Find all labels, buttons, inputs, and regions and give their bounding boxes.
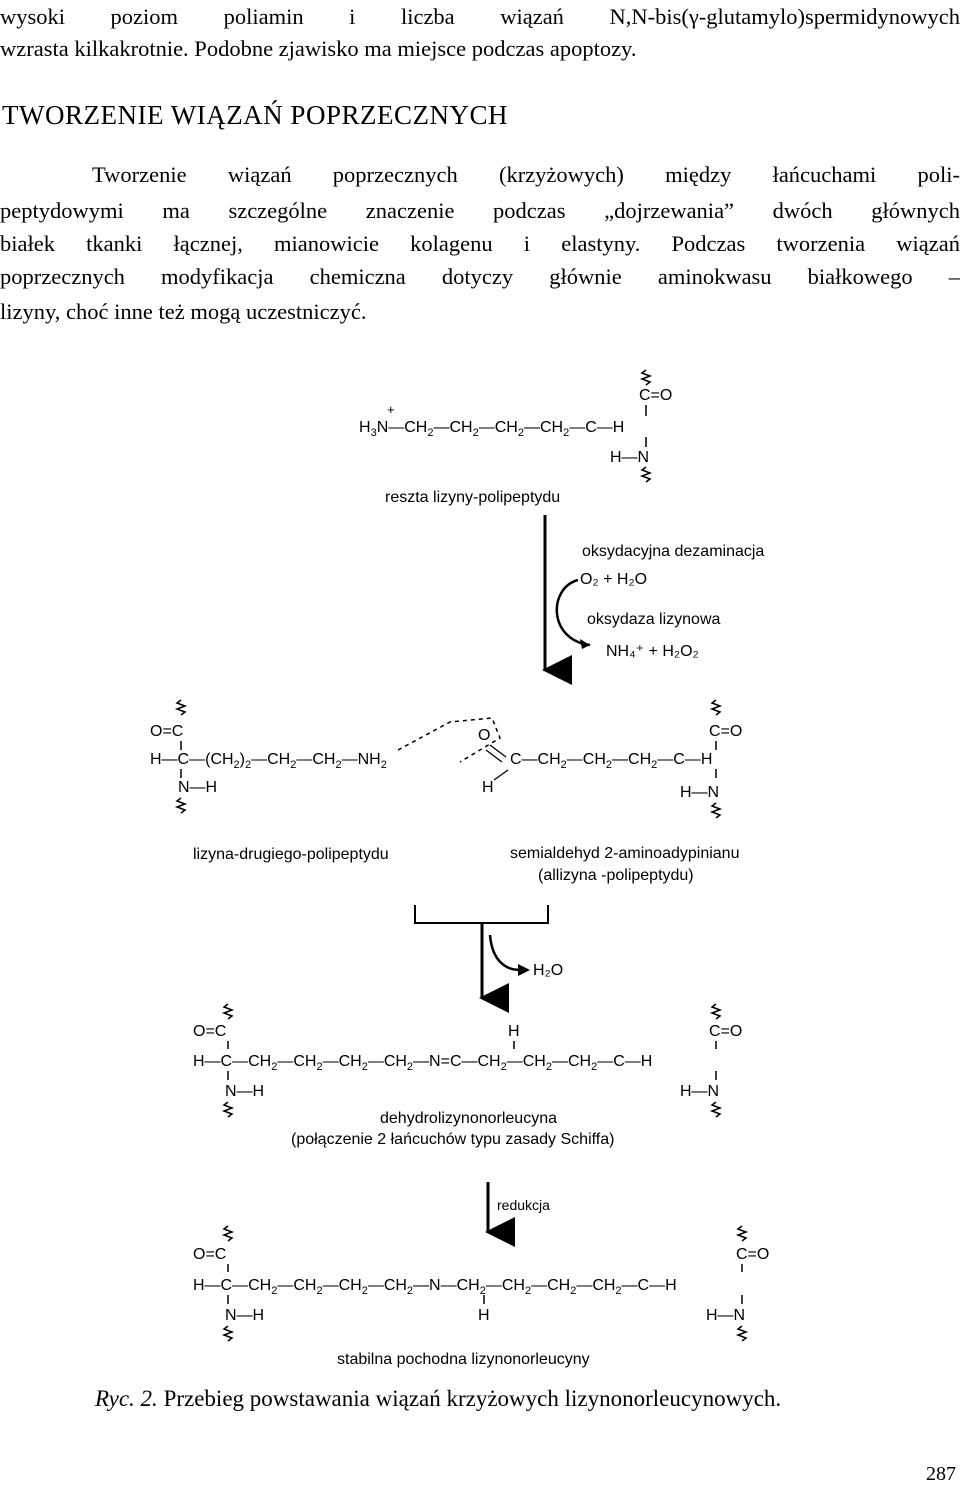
deamination-title: oksydacyjna dezaminacja (582, 543, 764, 560)
caption-text: Przebieg powstawania wiązań krzyżowych l… (157, 1386, 782, 1411)
schiff-base-structure: O=C H H—C—CH2—CH2—CH2—CH2—N=C—CH2—CH2—CH… (193, 1003, 742, 1148)
paragraph-line-2: peptydowymi ma szczególne znaczenie podc… (0, 198, 960, 223)
svg-text:N—H: N—H (225, 1307, 264, 1324)
deamination-reagents: O₂ + H₂O (580, 571, 647, 588)
lysyl-oxidase-label: oksydaza lizynowa (587, 611, 721, 628)
svg-text:H—N: H—N (706, 1307, 745, 1324)
svg-text:H—C—CH2—CH2—CH2—CH2—N=C—CH2—CH: H—C—CH2—CH2—CH2—CH2—N=C—CH2—CH2—CH2—C—H (193, 1053, 652, 1073)
svg-text:C—CH2—CH2—CH2—C—H: C—CH2—CH2—CH2—C—H (510, 751, 712, 771)
svg-text:H: H (478, 1307, 490, 1324)
lysine-allysine-structure: O=C H—C—(CH2)2—CH2—CH2—NH2 N—H O C—CH2—C… (150, 699, 742, 884)
allysine-label-line-1: semialdehyd 2-aminoadypinianu (510, 845, 739, 862)
paragraph-line-3: białek tkanki łącznej, mianowicie kolage… (0, 231, 960, 256)
svg-text:H—C—(CH2)2—CH2—CH2—NH2: H—C—(CH2)2—CH2—CH2—NH2 (150, 751, 387, 771)
section-heading: TWORZENIE WIĄZAŃ POPRZECZNYCH (2, 100, 508, 130)
allysine-label-line-2: (allizyna -polipeptydu) (538, 867, 694, 884)
oxidative-deamination-step: oksydacyjna dezaminacja O₂ + H₂O oksydaz… (542, 515, 764, 685)
svg-text:H—N: H—N (680, 1083, 719, 1100)
final-product-label: stabilna pochodna lizynonorleucyny (337, 1351, 590, 1368)
paragraph-line-1: Tworzenie wiązań poprzecznych (krzyżowyc… (92, 162, 960, 187)
svg-text:H: H (508, 1023, 520, 1040)
reduction-step: redukcja (485, 1182, 550, 1247)
svg-text:C=O: C=O (639, 387, 672, 404)
svg-text:N—H: N—H (178, 779, 217, 796)
page-number: 287 (926, 1463, 956, 1485)
svg-text:C=O: C=O (736, 1246, 769, 1263)
water-release-label: H₂O (533, 962, 563, 979)
svg-text:C=O: C=O (709, 1023, 742, 1040)
caption-prefix: Ryc. 2. (95, 1386, 158, 1411)
lysine-residue-label: reszta lizyny-polipeptydu (385, 489, 560, 506)
crosslink-reaction-diagram: C=O + H3N—CH2—CH2—CH2—CH2—C—H H—N reszta… (150, 369, 769, 1368)
svg-text:O=C: O=C (193, 1246, 226, 1263)
svg-text:C=O: C=O (709, 723, 742, 740)
figure-caption: Ryc. 2. Przebieg powstawania wiązań krzy… (95, 1386, 781, 1412)
paragraph-line-4: poprzecznych modyfikacja chemiczna dotyc… (0, 264, 960, 289)
svg-text:O=C: O=C (150, 723, 183, 740)
intro-line-1: wysoki poziom poliamin i liczba wiązań N… (0, 4, 960, 29)
second-lysine-label: lizyna-drugiego-polipeptydu (193, 846, 389, 863)
reduction-label: redukcja (497, 1197, 550, 1213)
svg-text:O=C: O=C (193, 1023, 226, 1040)
lysine-residue-structure: C=O + H3N—CH2—CH2—CH2—CH2—C—H H—N reszta… (359, 369, 672, 506)
svg-text:N—H: N—H (225, 1083, 264, 1100)
svg-text:H: H (482, 779, 494, 796)
svg-text:O: O (478, 727, 490, 744)
schiff-label-line-2: (połączenie 2 łańcuchów typu zasady Schi… (291, 1131, 614, 1148)
svg-text:H—C—CH2—CH2—CH2—CH2—N—CH2—CH2—: H—C—CH2—CH2—CH2—CH2—N—CH2—CH2—CH2—CH2—C—… (193, 1277, 677, 1297)
condensation-step: H₂O (414, 905, 563, 1013)
intro-line-2: wzrasta kilkakrotnie. Podobne zjawisko m… (0, 36, 637, 61)
svg-text:H—N: H—N (680, 784, 719, 801)
svg-text:H3N—CH2—CH2—CH2—CH2—C—H: H3N—CH2—CH2—CH2—CH2—C—H (359, 419, 624, 439)
lysinonorleucine-structure: O=C H—C—CH2—CH2—CH2—CH2—N—CH2—CH2—CH2—CH… (193, 1225, 769, 1368)
deamination-products: NH₄⁺ + H₂O₂ (606, 643, 699, 660)
svg-text:H—N: H—N (610, 449, 649, 466)
schiff-label-line-1: dehydrolizynonorleucyna (380, 1110, 557, 1127)
svg-text:+: + (387, 402, 395, 417)
paragraph-line-5: lizyny, choć inne też mogą uczestniczyć. (0, 299, 367, 324)
